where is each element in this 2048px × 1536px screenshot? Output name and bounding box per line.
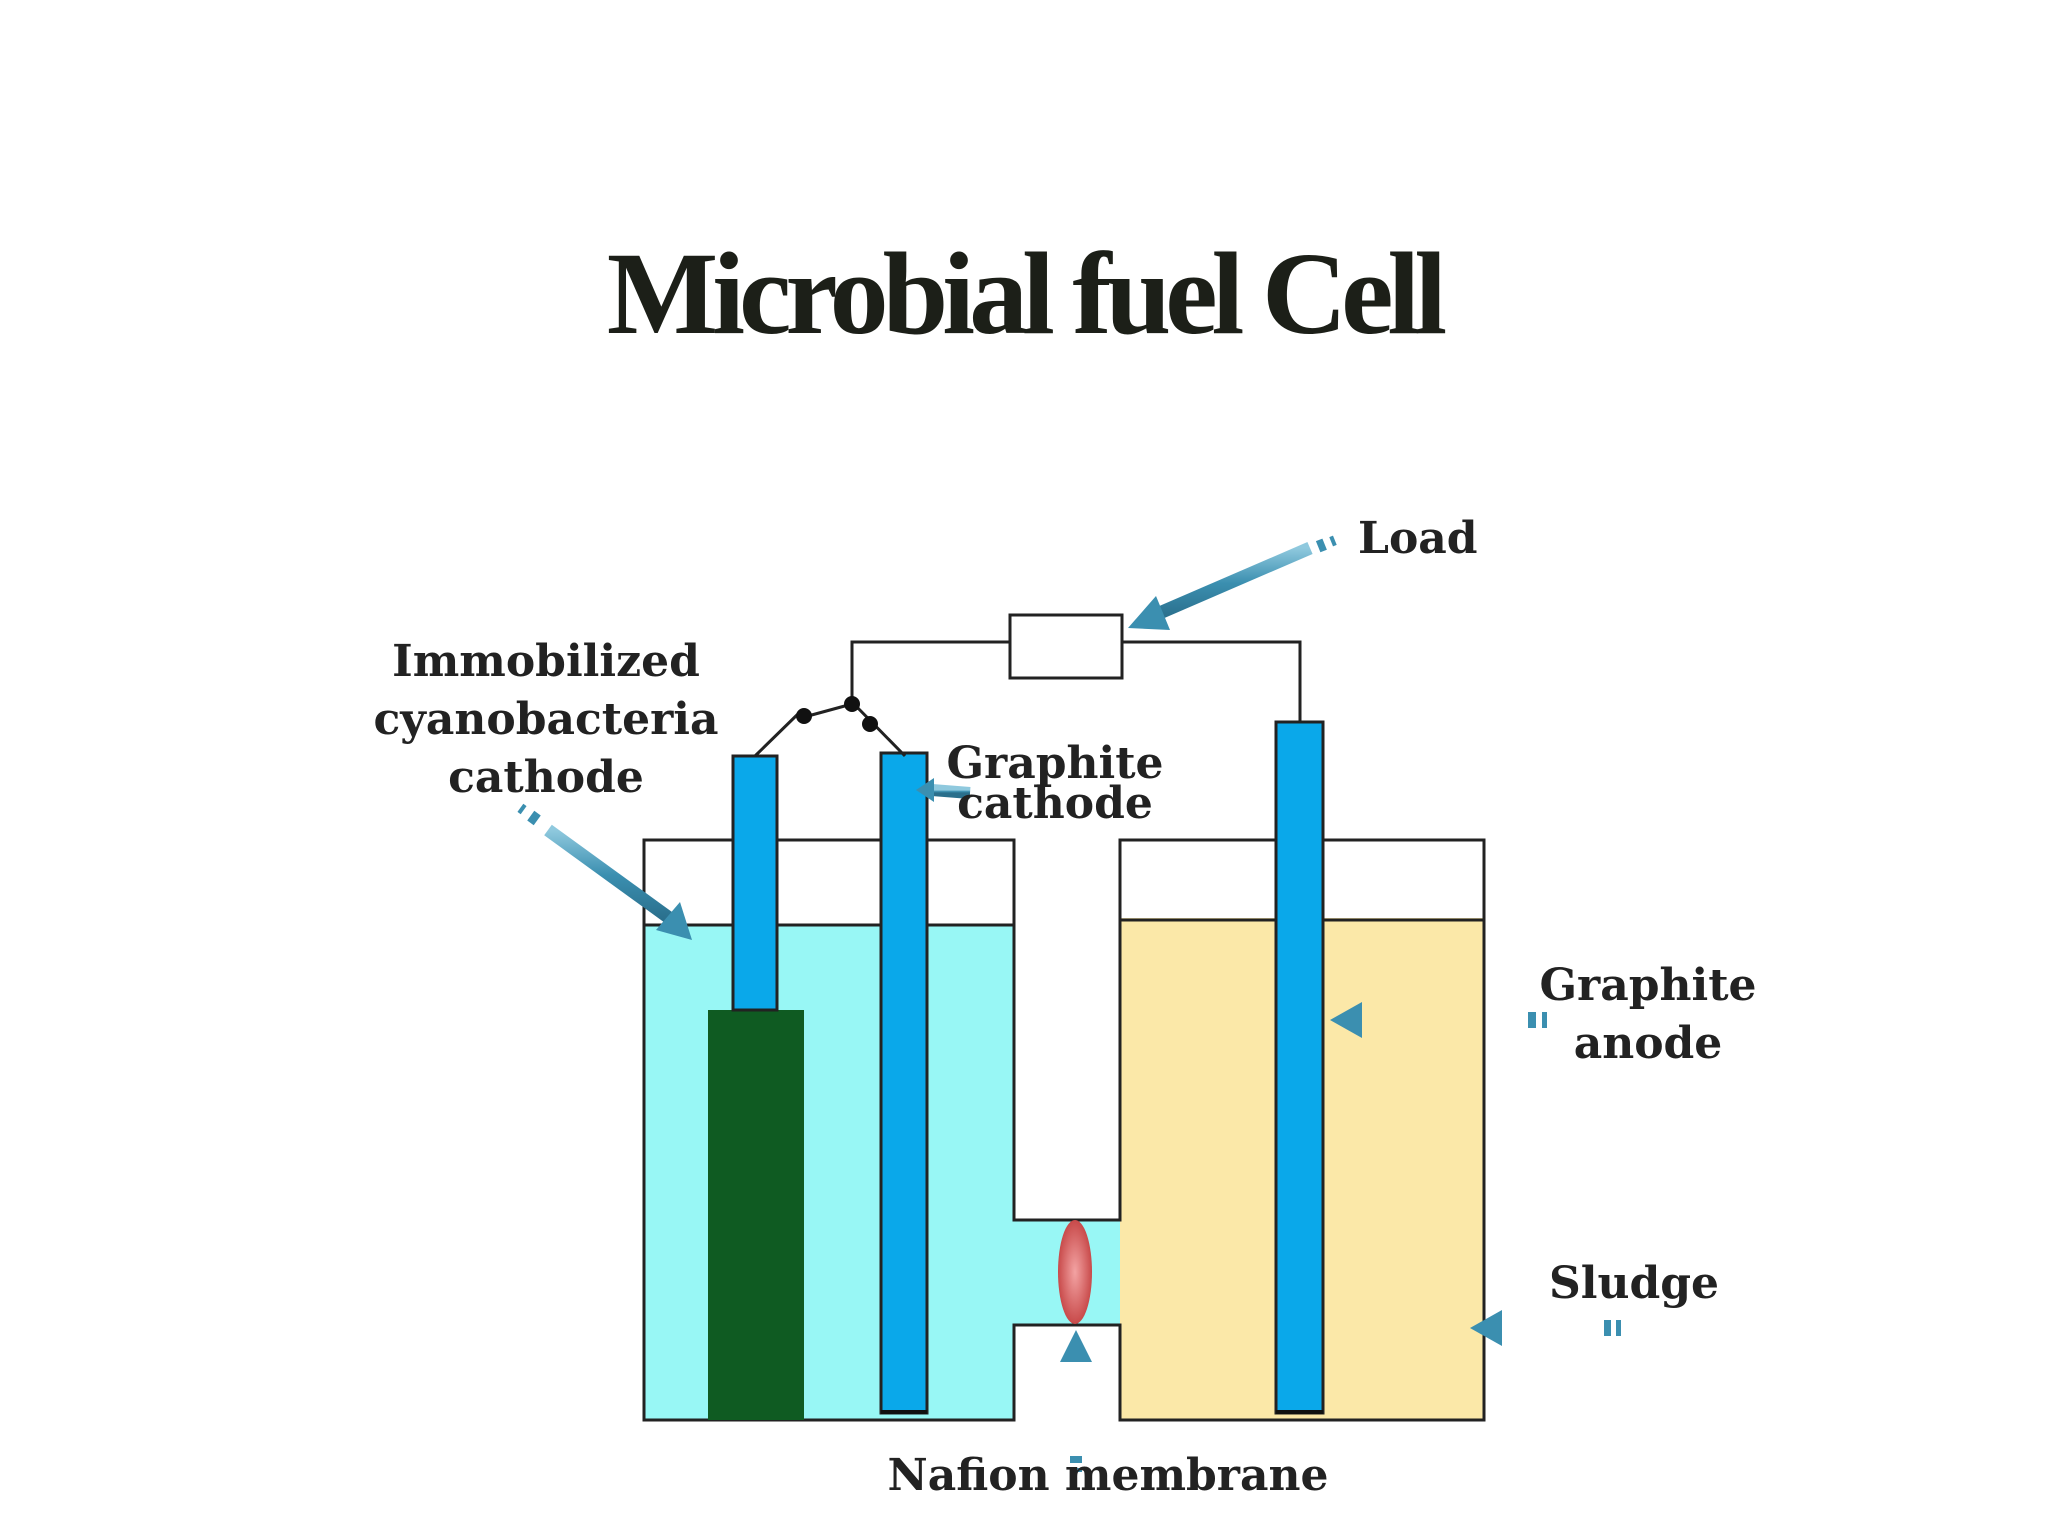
arrow-immobilized-cathode xyxy=(517,803,692,940)
cyanobacteria-block xyxy=(708,1010,804,1420)
arrow-sludge xyxy=(1470,1310,1621,1346)
immobilized-cathode-rod xyxy=(731,754,779,1012)
graphite-anode-rod xyxy=(1274,720,1325,1415)
circuit-wire xyxy=(753,640,1302,758)
graphite-cathode-rod xyxy=(879,751,929,1415)
label-immobilized-line1: Immobilized xyxy=(392,636,700,687)
arrow-graphite-cathode xyxy=(916,778,971,802)
switch-contact-left xyxy=(796,708,812,724)
load-resistor xyxy=(1008,613,1124,680)
switch-contact-right xyxy=(862,716,878,732)
cathode-solution xyxy=(644,925,1014,1420)
slide-title: Microbial fuel Cell xyxy=(606,228,1447,359)
label-sludge: Sludge xyxy=(1549,1258,1719,1309)
label-immobilized-line2: cyanobacteria xyxy=(374,694,719,745)
nafion-membrane xyxy=(1058,1220,1092,1324)
arrow-load xyxy=(1128,535,1337,630)
label-load: Load xyxy=(1358,513,1478,564)
label-graphite-anode-line1: Graphite xyxy=(1539,960,1756,1011)
label-graphite-cathode-line1: Graphite xyxy=(946,738,1163,789)
label-graphite-anode-line2: anode xyxy=(1574,1018,1723,1069)
arrow-nafion xyxy=(1060,1330,1092,1472)
arrow-graphite-anode xyxy=(1330,1002,1547,1038)
switch-contact-pivot xyxy=(844,696,860,712)
cell-container xyxy=(642,838,1486,1422)
label-immobilized-line3: cathode xyxy=(448,752,644,803)
label-nafion-membrane: Nafion membrane xyxy=(888,1450,1329,1501)
label-graphite-cathode-line2: cathode xyxy=(957,778,1153,829)
